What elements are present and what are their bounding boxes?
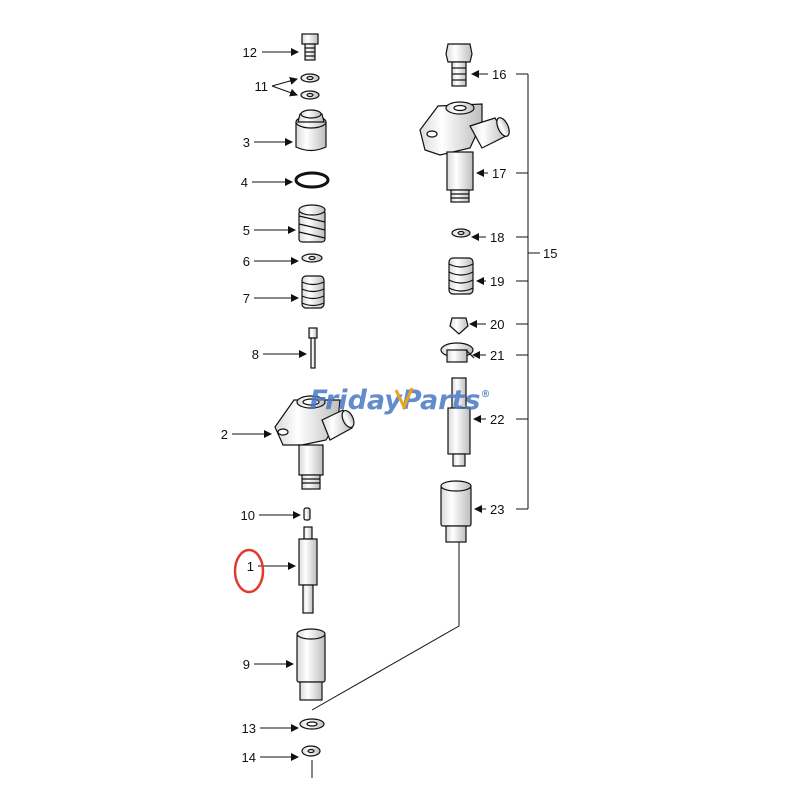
leader-lines [232,48,540,761]
part-8-rod [308,327,318,369]
callout-11: 11 [255,79,269,94]
part-7-spring [301,275,325,309]
part-11-washers [300,73,320,100]
part-19-spring [448,257,474,295]
callout-18: 18 [490,230,504,245]
callout-labels: 12 11 3 4 5 6 7 8 2 10 1 9 13 14 16 17 1… [221,45,558,765]
part-18-washer [451,228,471,238]
callout-15: 15 [543,246,557,261]
callout-3: 3 [243,135,250,150]
callout-21: 21 [490,348,504,363]
callout-4: 4 [241,175,248,190]
callout-17: 17 [492,166,506,181]
part-9-cap-nut [296,628,326,701]
callout-8: 8 [252,347,259,362]
callout-20: 20 [490,317,504,332]
part-1-nozzle [298,526,318,614]
part-23-cap-nut [440,480,472,543]
callout-14: 14 [242,750,256,765]
assembly-connector-line [311,542,460,711]
callout-5: 5 [243,223,250,238]
part-16-bolt [445,43,473,87]
callout-2: 2 [221,427,228,442]
part-5-spring [298,204,326,243]
part-21-collar [440,342,475,363]
callout-7: 7 [243,291,250,306]
part-17-holder [419,101,510,203]
part-13-washer [299,718,325,730]
part-22-nozzle [447,377,471,467]
callout-23: 23 [490,502,504,517]
part-10-pin [303,507,311,521]
part-12-bolt [301,33,319,61]
highlight-circle [233,548,265,594]
part-2-holder [274,395,355,490]
callout-6: 6 [243,254,250,269]
callout-9: 9 [243,657,250,672]
part-14-washer [301,745,321,757]
callout-1: 1 [247,559,254,574]
callout-22: 22 [490,412,504,427]
watermark-logo: FridayParts® [310,385,491,416]
callout-10: 10 [241,508,255,523]
part-4-ring [294,171,330,189]
callout-12: 12 [243,45,257,60]
callout-19: 19 [490,274,504,289]
part-6-washer [301,253,323,263]
callout-13: 13 [242,721,256,736]
part-3-nut [295,109,327,152]
part-20-seat [449,317,469,335]
callout-16: 16 [492,67,506,82]
watermark-swoosh [394,387,414,411]
